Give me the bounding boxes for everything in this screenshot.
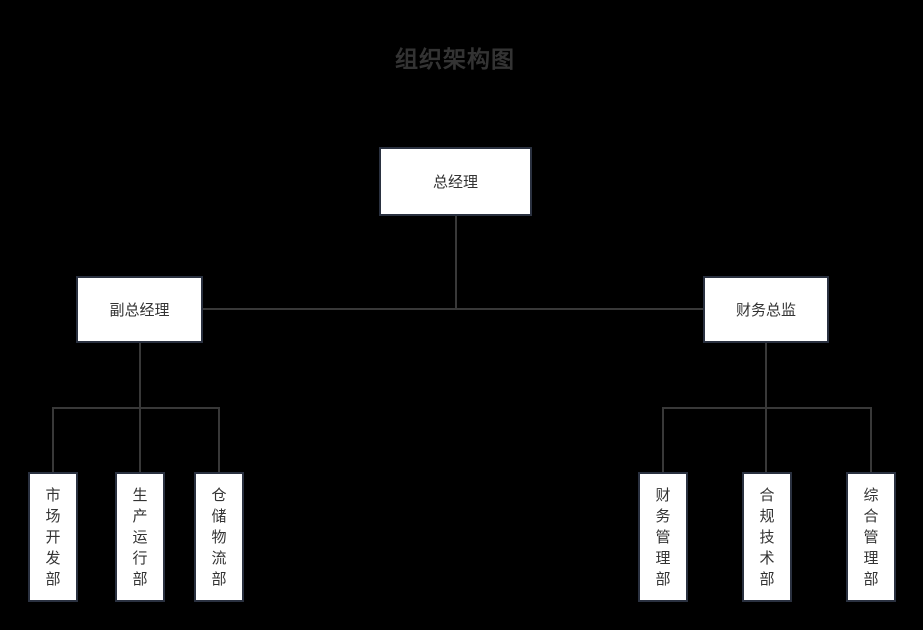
node-general-manager-label: 总经理 (432, 174, 478, 191)
connector-root-down (455, 216, 457, 310)
connector-right-dept3-down (870, 407, 872, 472)
connector-level2-horizontal (203, 308, 703, 310)
node-general-manager: 总经理 (379, 147, 532, 216)
node-finance-director: 财务总监 (703, 276, 829, 343)
connector-left-dept1-down (52, 407, 54, 472)
node-general-management-dept: 综合管理部 (846, 472, 896, 602)
node-finance-management-dept-label: 财务管理部 (655, 486, 671, 588)
org-chart-title: 组织架构图 (395, 46, 515, 72)
node-deputy-general-manager-label: 副总经理 (109, 302, 170, 319)
node-general-management-dept-label: 综合管理部 (863, 486, 879, 588)
node-production-operation-dept-label: 生产运行部 (132, 486, 148, 588)
node-compliance-technology-dept-label: 合规技术部 (759, 486, 775, 588)
connector-left-dept3-down (218, 407, 220, 472)
connector-right-dept1-down (662, 407, 664, 472)
node-production-operation-dept: 生产运行部 (115, 472, 165, 602)
connector-right-bus (662, 407, 872, 409)
node-finance-management-dept: 财务管理部 (638, 472, 688, 602)
node-warehouse-logistics-dept-label: 仓储物流部 (211, 486, 227, 588)
node-deputy-general-manager: 副总经理 (76, 276, 203, 343)
node-market-development-dept-label: 市场开发部 (45, 486, 61, 588)
node-market-development-dept: 市场开发部 (28, 472, 78, 602)
node-compliance-technology-dept: 合规技术部 (742, 472, 792, 602)
node-finance-director-label: 财务总监 (735, 302, 796, 319)
connector-left-bus (52, 407, 220, 409)
node-warehouse-logistics-dept: 仓储物流部 (194, 472, 244, 602)
